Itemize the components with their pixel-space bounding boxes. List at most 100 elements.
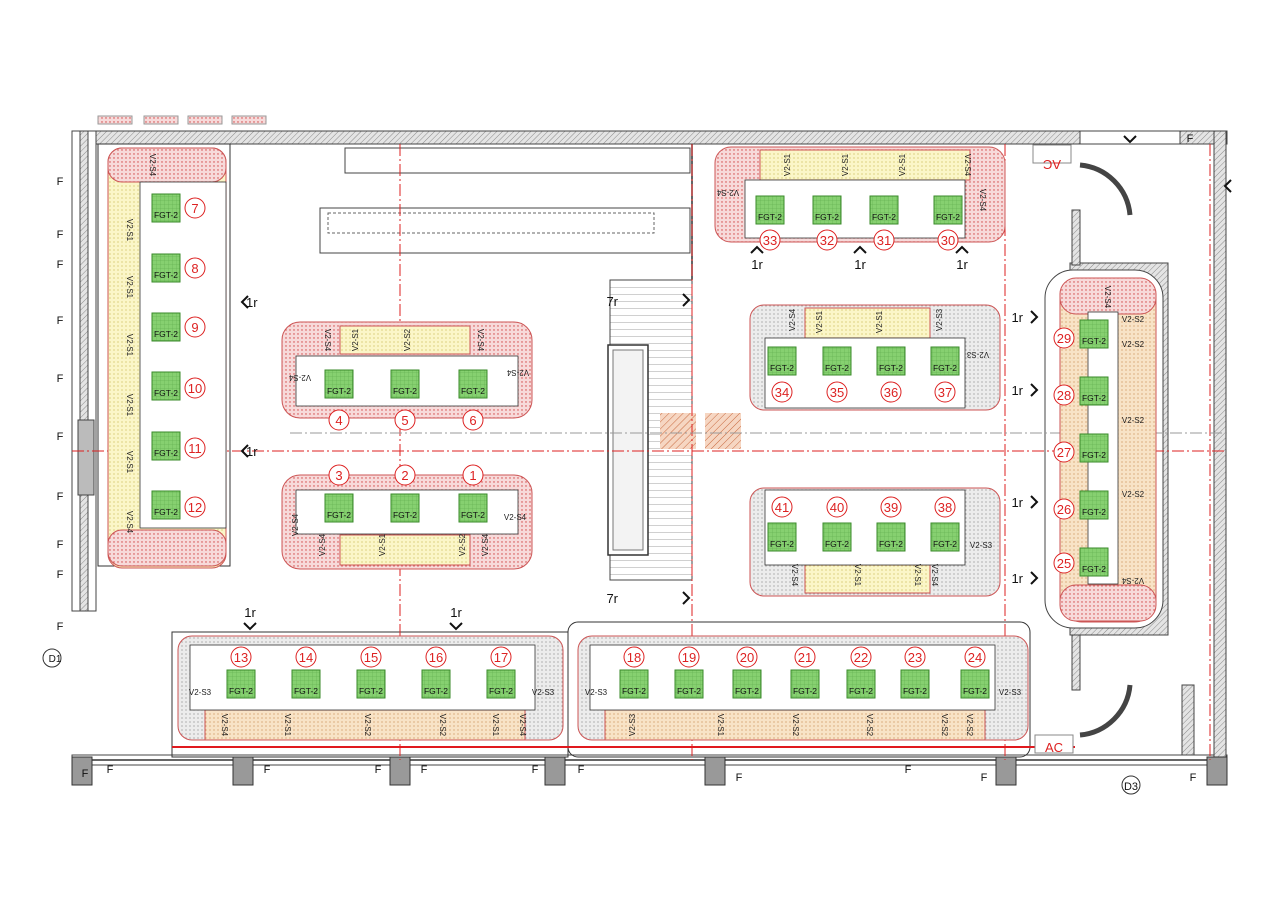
table-number-circle bbox=[880, 381, 902, 403]
table-number: 34 bbox=[775, 385, 789, 400]
table-number-circle bbox=[328, 464, 350, 486]
fire-label: F bbox=[532, 764, 539, 776]
table-type-label: FGT-2 bbox=[677, 686, 701, 696]
seat-label: V2-S2 bbox=[940, 714, 949, 737]
table-18: FGT-218 bbox=[619, 646, 649, 699]
table-number: 24 bbox=[968, 650, 982, 665]
seat-label: V2-S4 bbox=[476, 329, 485, 352]
table-number-circle bbox=[462, 409, 484, 431]
table-41: FGT-241 bbox=[767, 496, 797, 552]
seat-label: V2-S4 bbox=[288, 373, 311, 382]
table-top bbox=[822, 522, 852, 552]
seat-label: V2-S3 bbox=[999, 688, 1022, 697]
table-number: 38 bbox=[938, 500, 952, 515]
seat-label: V2-S2 bbox=[865, 714, 874, 737]
table-number-circle bbox=[184, 377, 206, 399]
riser-label: 1r bbox=[246, 444, 258, 459]
ac-unit bbox=[1034, 734, 1074, 754]
seat-label: V2-S2 bbox=[1122, 416, 1145, 425]
direction-arrow-icon bbox=[1030, 495, 1039, 509]
table-number-circle bbox=[328, 409, 350, 431]
fire-label: F bbox=[57, 491, 64, 503]
table-top bbox=[755, 195, 785, 225]
table-4: FGT-24 bbox=[324, 369, 354, 431]
fire-label: F bbox=[57, 315, 64, 327]
seat-label: V2-S4 bbox=[716, 188, 739, 197]
table-number-circle bbox=[771, 381, 793, 403]
table-type-label: FGT-2 bbox=[770, 363, 794, 373]
table-38: FGT-238 bbox=[930, 496, 960, 552]
table-number-circle bbox=[394, 409, 416, 431]
table-type-label: FGT-2 bbox=[758, 212, 782, 222]
direction-arrow-icon bbox=[240, 295, 249, 309]
seat-label: V2-S3 bbox=[970, 541, 993, 550]
seat-label: V2-S3 bbox=[935, 308, 944, 331]
table-top bbox=[324, 493, 354, 523]
table-type-label: FGT-2 bbox=[936, 212, 960, 222]
table-number-circle bbox=[295, 646, 317, 668]
table-top bbox=[876, 346, 906, 376]
table-number-circle bbox=[904, 646, 926, 668]
seat-label: V2-S4 bbox=[323, 329, 332, 352]
seat-label: V2-S4 bbox=[504, 513, 527, 522]
table-number-circle bbox=[184, 197, 206, 219]
table-top bbox=[390, 369, 420, 399]
fire-label: F bbox=[57, 569, 64, 581]
direction-arrow-icon bbox=[955, 245, 969, 254]
table-top bbox=[324, 369, 354, 399]
table-number: 28 bbox=[1057, 388, 1071, 403]
banquette bbox=[339, 325, 471, 355]
seat-label: V2-S1 bbox=[125, 394, 134, 417]
table-number-circle bbox=[771, 496, 793, 518]
table-24: FGT-224 bbox=[960, 646, 990, 699]
seat-label: V2-S1 bbox=[378, 533, 387, 556]
seat-label: V2-S2 bbox=[458, 533, 467, 556]
seat-label: V2-S4 bbox=[788, 308, 797, 331]
table-type-label: FGT-2 bbox=[461, 386, 485, 396]
table-type-label: FGT-2 bbox=[489, 686, 513, 696]
table-type-label: FGT-2 bbox=[393, 510, 417, 520]
seat-label: V2-S4 bbox=[220, 714, 229, 737]
fire-label: F bbox=[57, 176, 64, 188]
seat-label: V2-S2 bbox=[438, 714, 447, 737]
table-type-label: FGT-2 bbox=[770, 539, 794, 549]
direction-arrow-icon bbox=[240, 444, 249, 458]
table-37: FGT-237 bbox=[930, 346, 960, 403]
table-number-circle bbox=[1053, 441, 1075, 463]
fire-label: F bbox=[421, 764, 428, 776]
seat-label: V2-S3 bbox=[585, 688, 608, 697]
seat-label: V2-S2 bbox=[363, 714, 372, 737]
seat-label: V2-S4 bbox=[148, 154, 157, 177]
table-32: FGT-232 bbox=[812, 195, 842, 251]
table-type-label: FGT-2 bbox=[879, 363, 903, 373]
fire-label: F bbox=[264, 764, 271, 776]
table-number: 1 bbox=[469, 468, 476, 483]
table-2: FGT-22 bbox=[390, 464, 420, 523]
seat-label: V2-S3 bbox=[966, 350, 989, 359]
seat-label: V2-S2 bbox=[1122, 315, 1145, 324]
table-number: 12 bbox=[188, 500, 202, 515]
table-33: FGT-233 bbox=[755, 195, 785, 251]
banquette bbox=[204, 709, 526, 741]
table-top bbox=[933, 195, 963, 225]
table-14: FGT-214 bbox=[291, 646, 321, 699]
table-type-label: FGT-2 bbox=[815, 212, 839, 222]
table-number-circle bbox=[880, 496, 902, 518]
table-number-circle bbox=[184, 316, 206, 338]
fire-label: F bbox=[1190, 772, 1197, 784]
seat-label: V2-S4 bbox=[481, 533, 490, 556]
table-top bbox=[619, 669, 649, 699]
stair-arrow-icon bbox=[682, 293, 691, 307]
banquette bbox=[339, 534, 471, 566]
table-top bbox=[822, 346, 852, 376]
table-number: 39 bbox=[884, 500, 898, 515]
table-number-circle bbox=[360, 646, 382, 668]
table-number: 6 bbox=[469, 413, 476, 428]
table-number-circle bbox=[1053, 327, 1075, 349]
table-top bbox=[930, 522, 960, 552]
table-number: 25 bbox=[1057, 556, 1071, 571]
table-type-label: FGT-2 bbox=[154, 388, 178, 398]
